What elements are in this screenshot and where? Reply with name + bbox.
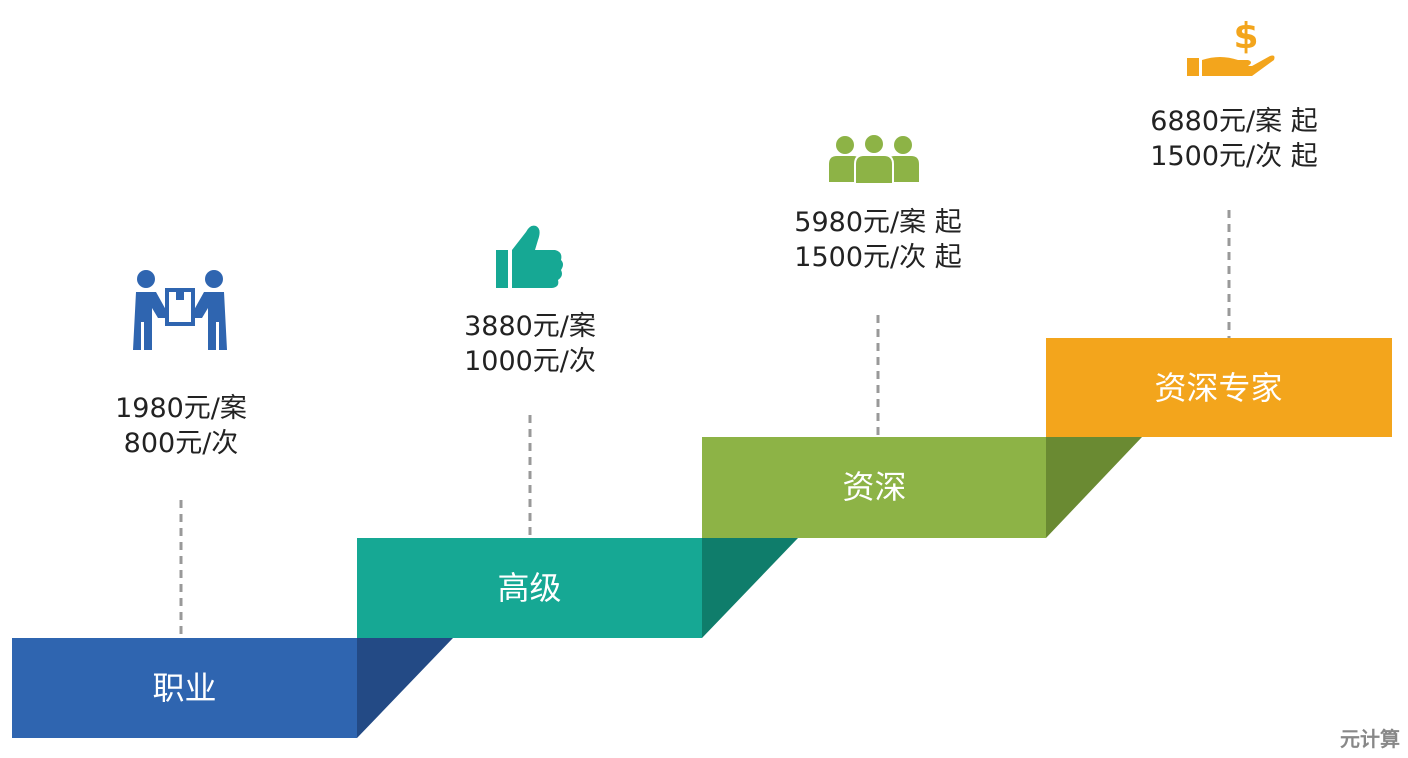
step-shade xyxy=(1046,437,1142,538)
tier-label-veteran: 资深 xyxy=(842,468,907,506)
watermark: 元计算 xyxy=(1340,727,1400,751)
step-expert xyxy=(1046,338,1392,437)
step-veteran xyxy=(702,437,1046,538)
price-per-case: 5980元/案 起 xyxy=(794,207,962,238)
people-carrying-box-icon xyxy=(133,270,227,350)
price-veteran: 5980元/案 起 1500元/次 起 xyxy=(748,205,1008,275)
tier-label-expert: 资深专家 xyxy=(1154,369,1283,407)
step-shade xyxy=(357,638,453,738)
price-per-case: 3880元/案 xyxy=(464,311,596,342)
price-senior: 3880元/案 1000元/次 xyxy=(400,309,660,379)
price-per-session: 1500元/次 起 xyxy=(794,242,962,273)
step-shade xyxy=(702,538,798,638)
hand-dollar-icon: $ xyxy=(1187,16,1275,76)
price-expert: 6880元/案 起 1500元/次 起 xyxy=(1104,104,1364,174)
svg-text:$: $ xyxy=(1233,16,1258,57)
tier-label-senior: 高级 xyxy=(497,569,562,607)
group-people-icon xyxy=(829,133,919,185)
tier-label-professional: 职业 xyxy=(152,669,217,707)
step-professional xyxy=(12,638,357,738)
price-per-case: 1980元/案 xyxy=(115,393,247,424)
price-per-session: 1000元/次 xyxy=(464,346,596,377)
price-per-session: 800元/次 xyxy=(123,428,239,459)
price-professional: 1980元/案 800元/次 xyxy=(51,391,311,461)
price-per-case: 6880元/案 起 xyxy=(1150,106,1318,137)
thumbs-up-icon xyxy=(496,225,563,288)
price-per-session: 1500元/次 起 xyxy=(1150,141,1318,172)
step-senior xyxy=(357,538,702,638)
